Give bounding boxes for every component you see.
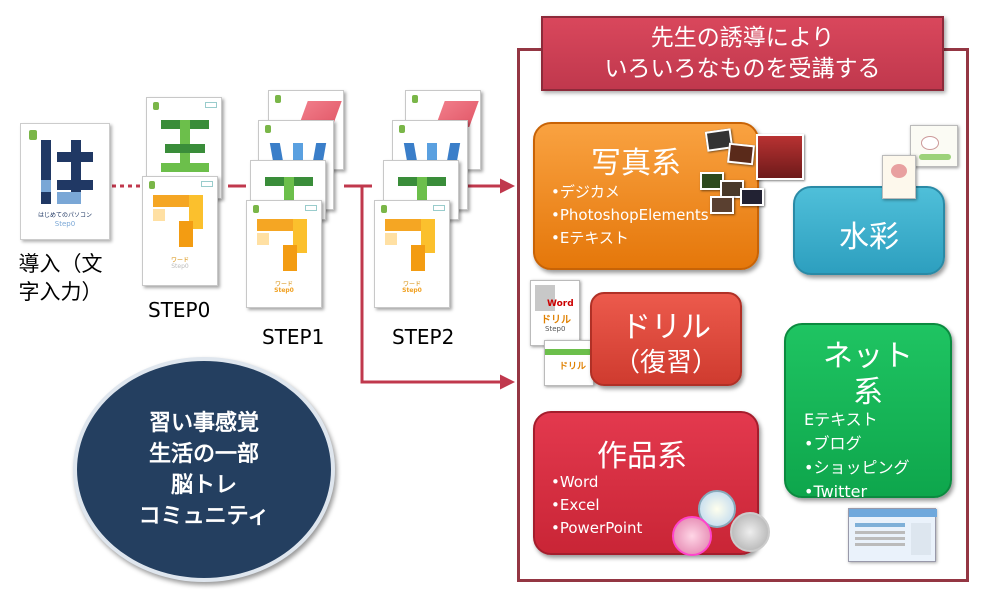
list-item: •ショッピング [804,458,910,477]
circle-line: 生活の一部 [148,441,259,467]
word-book-step: Step0 [274,287,294,294]
list-item: •デジカメ [551,183,620,201]
step2-word-book: ワード Step0 [374,200,450,308]
step1-word-book: ワード Step0 [246,200,322,308]
works-category-box: 作品系 •Word •Excel •PowerPoint [533,411,759,555]
learning-concept-circle: 習い事感覚 生活の一部 脳トレ コミュニティ [73,357,335,582]
word-book-title: ワード [170,257,189,264]
intro-label: 導入（文字入力） [18,252,103,304]
intro-book-cover: はじめてのパソコン Step0 [20,123,110,240]
frame-header: 先生の誘導により いろいろなものを受講する [541,16,944,91]
list-item: •Twitter [804,482,868,501]
ha-glyph-icon [41,140,93,204]
step2-label: STEP2 [392,325,455,349]
word-book-step: Step0 [171,263,189,270]
word-glyph-icon [257,219,313,271]
drill-book-word: Word [547,299,574,309]
step0-word-book: ワード Step0 [142,176,218,286]
cover-logo-icon [29,130,37,140]
net-category-box: ネット 系 Eテキスト •ブログ •ショッピング •Twitter [784,323,952,501]
branch-arrow [360,186,515,390]
list-item: •PowerPoint [551,519,643,537]
photo-item-list: •デジカメ •PhotoshopElements •Eテキスト [551,181,709,250]
works-category-title: 作品系 [597,439,687,474]
works-item-list: •Word •Excel •PowerPoint [551,471,642,540]
drill-book-icon: Word ドリル Step0 ドリル [528,280,598,392]
word-book-step: Step0 [402,287,422,294]
net-item-list: Eテキスト •ブログ •ショッピング •Twitter [804,408,909,504]
list-item: •PhotoshopElements [551,206,709,224]
drill-category-box: ドリル （復習） [590,292,742,386]
photo-thumbnails-icon [700,128,810,222]
word-book-title: ワード [402,281,421,288]
list-item: •ブログ [804,434,862,453]
drill-book-step: Step0 [545,325,566,333]
twitter-screenshot-icon [848,508,937,562]
cover-step: Step0 [54,220,76,228]
drill-book-drill: ドリル [541,315,571,326]
circle-line: 脳トレ [170,472,237,498]
circle-line: コミュニティ [138,503,270,529]
header-line1: 先生の誘導により [650,24,835,51]
step1-label: STEP1 [262,325,325,349]
header-line2: いろいろなものを受講する [604,55,881,82]
cover-title: はじめてのパソコン [37,212,92,219]
list-item: •Excel [551,496,600,514]
word-glyph-icon [153,195,209,247]
word-glyph-icon [385,219,441,271]
watercolor-category-title: 水彩 [839,220,899,255]
watercolor-category-box: 水彩 [793,186,945,275]
circle-line: 習い事感覚 [148,410,259,436]
works-badges-icon [668,490,774,560]
word-book-title: ワード [274,281,293,288]
list-item: •Word [551,473,599,491]
drill-category-subtitle: （復習） [613,348,718,378]
photo-category-title: 写真系 [591,146,681,181]
drill-category-title: ドリル [621,310,711,345]
list-item: •Eテキスト [551,229,629,247]
step0-label: STEP0 [148,298,211,322]
excel-glyph-icon [161,120,209,172]
watercolor-artwork-icon [880,125,960,205]
net-category-title-2: 系 [853,375,883,410]
net-category-title: ネット [823,339,913,374]
list-item: Eテキスト [804,410,878,429]
